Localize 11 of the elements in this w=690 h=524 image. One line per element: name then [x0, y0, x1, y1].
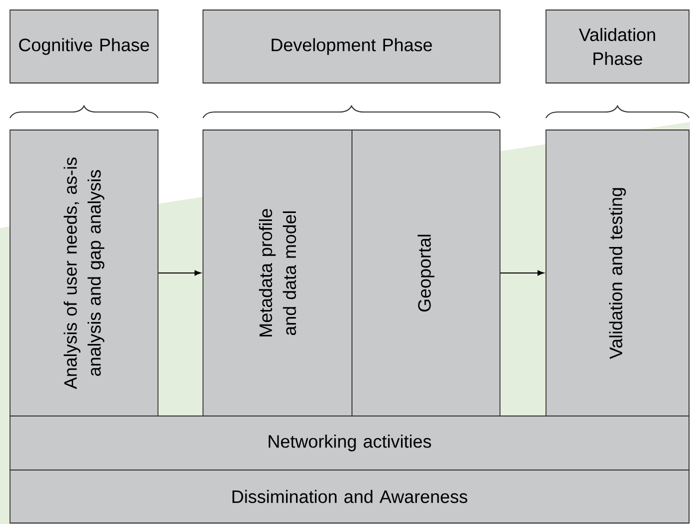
band-box: Networking activities: [10, 416, 690, 470]
phase-box: Cognitive Phase: [10, 10, 158, 84]
process-box: Validation and testing: [546, 130, 690, 416]
process-box: Metadata profile and data model: [202, 130, 352, 416]
arrow: [158, 270, 202, 276]
phase-box: Validation Phase: [546, 10, 690, 84]
phase-box: Development Phase: [202, 10, 500, 84]
arrow: [500, 270, 544, 276]
process-box: Geoportal: [352, 130, 500, 416]
process-box: Analysis of user needs, as-is analysis and gap analysis: [10, 130, 158, 416]
band-box: Dissimination and Awareness: [10, 470, 690, 524]
